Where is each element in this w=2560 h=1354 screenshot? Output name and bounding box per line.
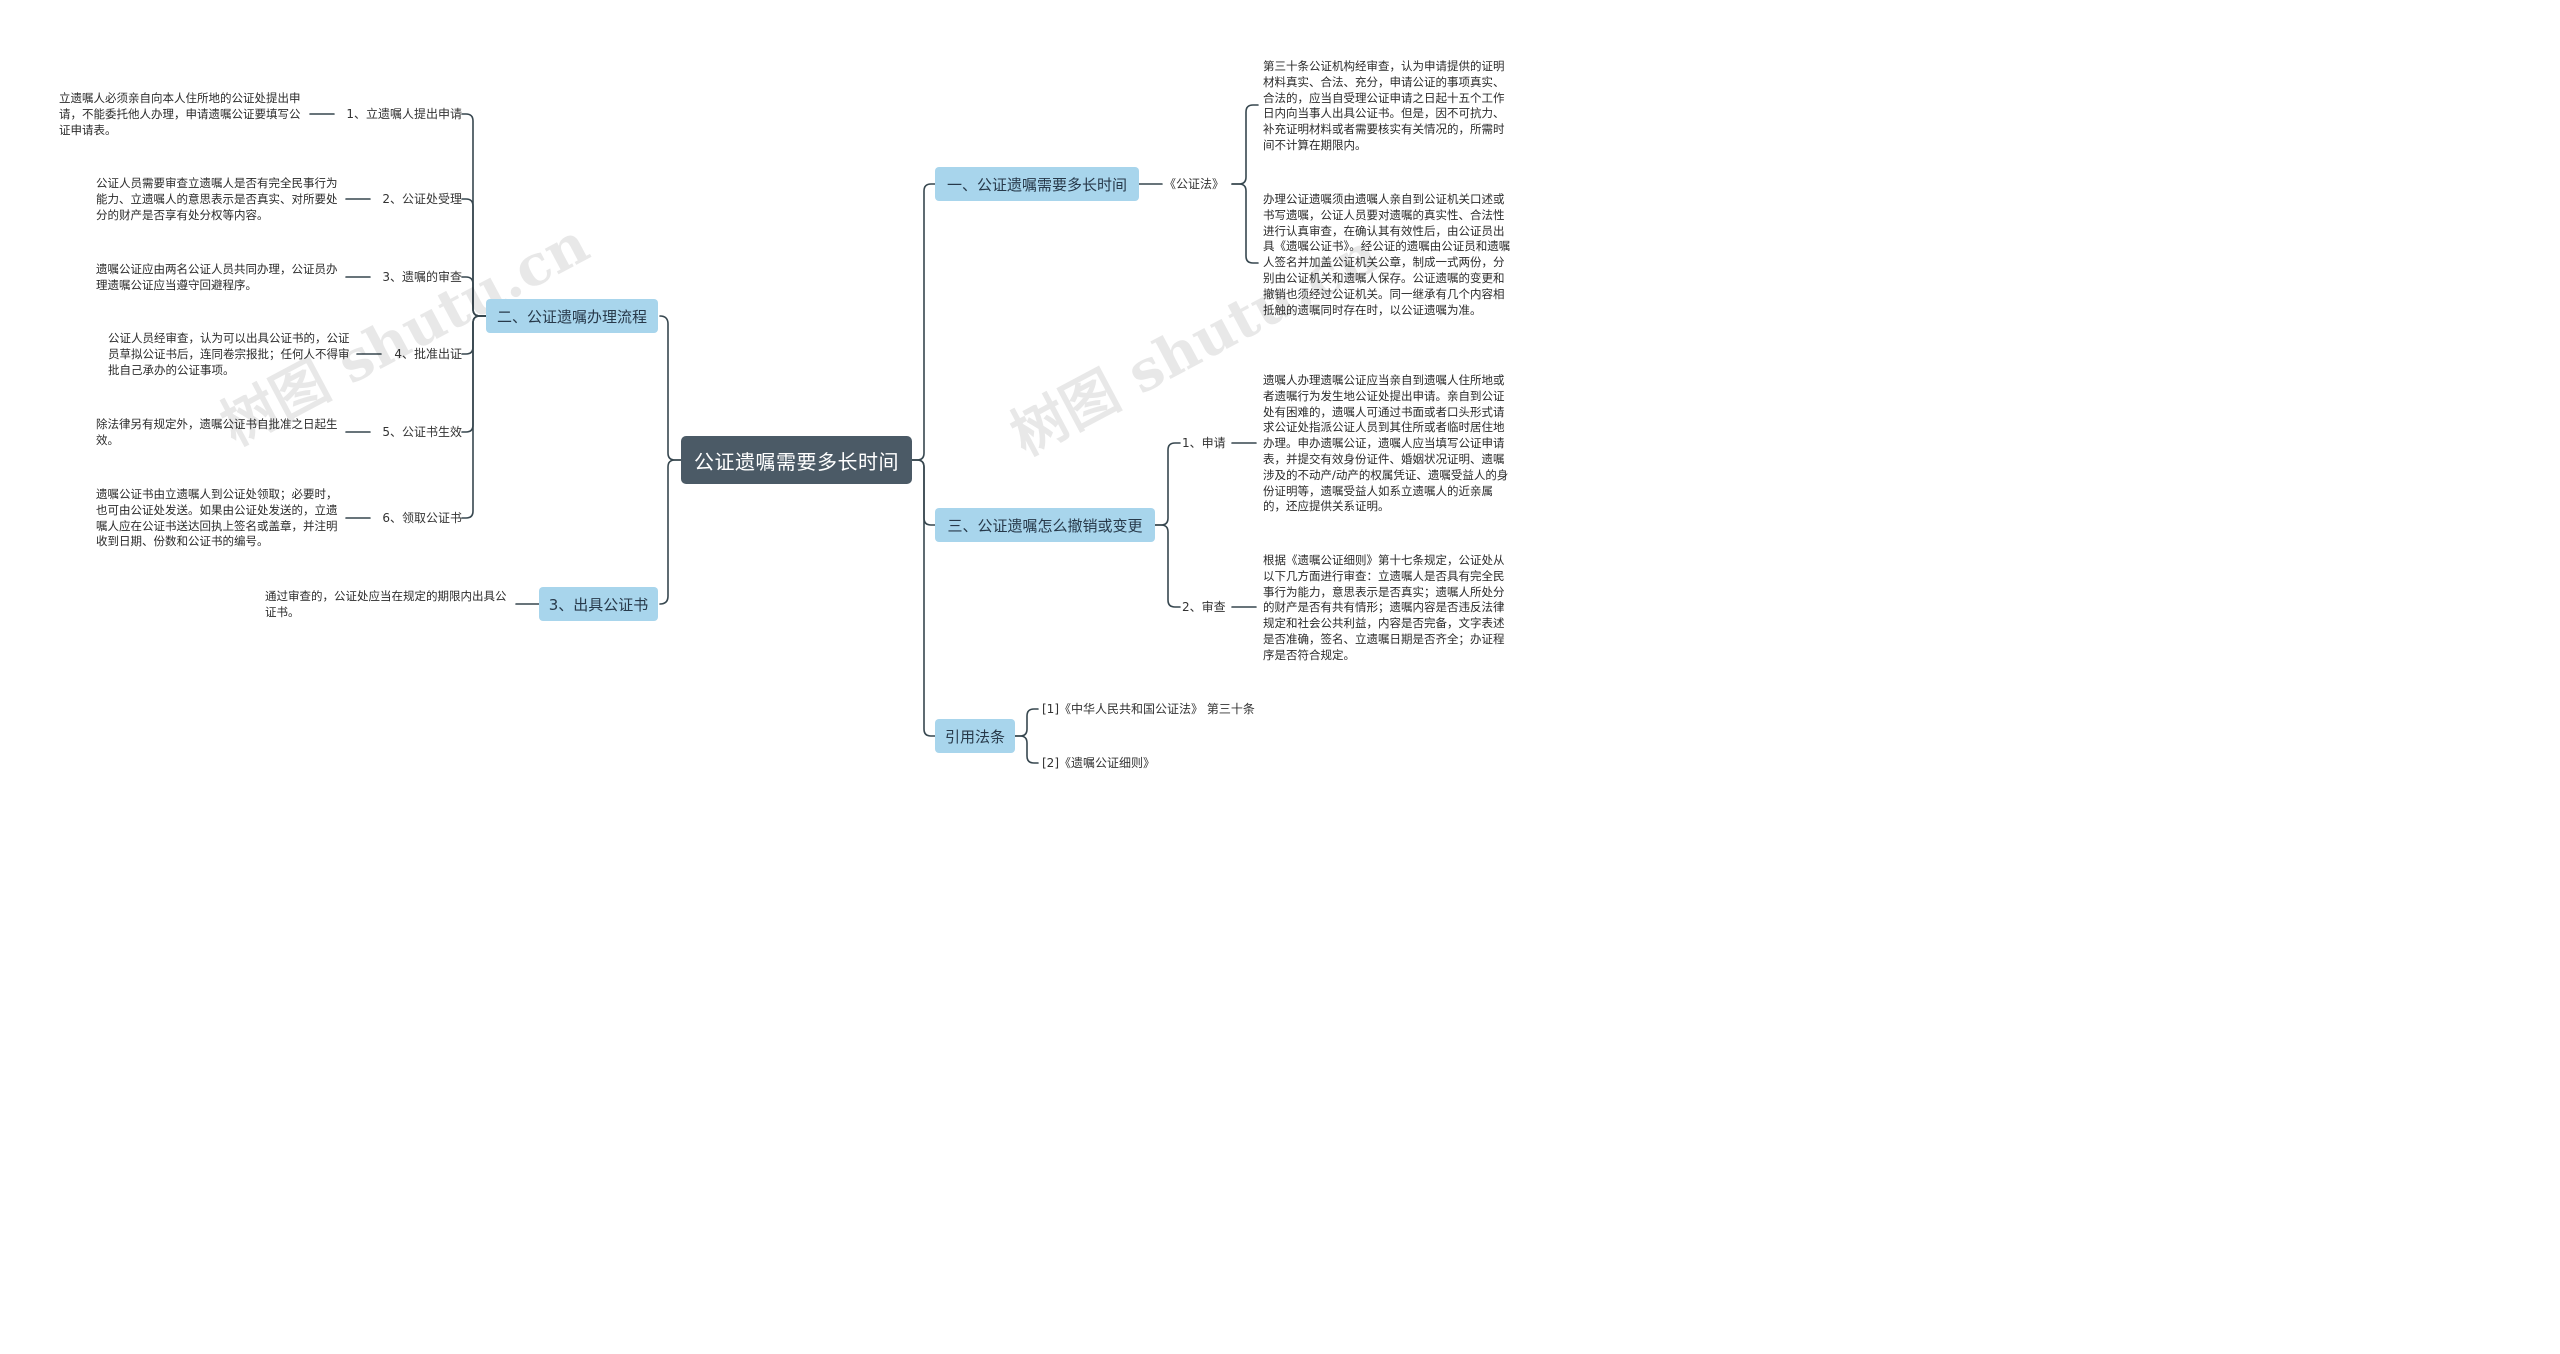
- process-step-4-label[interactable]: 4、批准出证: [394, 347, 462, 361]
- link-b2-c1: [461, 113, 487, 317]
- branch-issue-certificate[interactable]: 3、出具公证书: [539, 587, 658, 621]
- revoke-review-label[interactable]: 2、审查: [1182, 600, 1226, 614]
- process-step-3-label[interactable]: 3、遗嘱的审查: [382, 270, 462, 284]
- process-step-5-label[interactable]: 5、公证书生效: [382, 425, 462, 439]
- process-step-5-text: 除法律另有规定外，遗嘱公证书自批准之日起生效。: [96, 417, 338, 447]
- cited-law-2[interactable]: [2]《遗嘱公证细则》: [1042, 756, 1155, 770]
- link-r4-i2: [1014, 735, 1039, 764]
- branch-revoke-change[interactable]: 三、公证遗嘱怎么撤销或变更: [935, 508, 1155, 542]
- connector-lines: [309, 104, 1259, 764]
- cited-law-1[interactable]: [1]《中华人民共和国公证法》 第三十条: [1042, 702, 1255, 716]
- process-step-2-label[interactable]: 2、公证处受理: [382, 192, 462, 206]
- duration-text-1: 第三十条公证机构经审查，认为申请提供的证明材料真实、合法、充分，申请公证的事项真…: [1263, 59, 1505, 152]
- link-b2-c3: [461, 276, 487, 317]
- revoke-apply-text: 遗嘱人办理遗嘱公证应当亲自到遗嘱人住所地或者遗嘱行为发生地公证处提出申请。亲自到…: [1263, 373, 1509, 514]
- notary-law-label[interactable]: 《公证法》: [1164, 177, 1225, 191]
- link-b2-c2: [461, 198, 487, 317]
- link-root-r1: [911, 183, 936, 461]
- link-root-r4: [911, 459, 936, 737]
- link-b2-c6: [461, 315, 487, 519]
- process-step-6-label[interactable]: 6、领取公证书: [382, 511, 462, 525]
- revoke-review-text: 根据《遗嘱公证细则》第十七条规定，公证处从以下几方面进行审查：立遗嘱人是否具有完…: [1263, 553, 1505, 662]
- root-topic[interactable]: 公证遗嘱需要多长时间: [681, 436, 912, 484]
- link-b2-c4: [461, 315, 487, 355]
- process-step-1-text: 立遗嘱人必须亲自向本人住所地的公证处提出申请，不能委托他人办理，申请遗嘱公证要填…: [59, 91, 301, 137]
- link-b2-c5: [461, 315, 487, 433]
- link-root-branch2: [659, 315, 682, 461]
- link-sub-t2: [1231, 183, 1259, 264]
- process-step-2-text: 公证人员需要审查立遗嘱人是否有完全民事行为能力、立遗嘱人的意思表示是否真实、对所…: [96, 176, 338, 222]
- branch-cited-laws[interactable]: 引用法条: [935, 719, 1015, 753]
- branch-duration[interactable]: 一、公证遗嘱需要多长时间: [935, 167, 1139, 201]
- process-step-6-text: 遗嘱公证书由立遗嘱人到公证处领取；必要时，也可由公证处发送。如果由公证处发送的，…: [96, 487, 338, 549]
- link-r4-i1: [1014, 708, 1039, 737]
- mindmap-canvas: 树图 shutu.cn 树图 shutu.cn 公证遗嘱需要多长时间 二、公证遗…: [0, 0, 1563, 829]
- link-root-branch3: [659, 459, 682, 605]
- process-step-4-text: 公证人员经审查，认为可以出具公证书的，公证员草拟公证书后，连同卷宗报批；任何人不…: [108, 331, 350, 377]
- branch-process[interactable]: 二、公证遗嘱办理流程: [486, 299, 658, 333]
- link-sub-t1: [1231, 104, 1259, 185]
- duration-text-2: 办理公证遗嘱须由遗嘱人亲自到公证机关口述或书写遗嘱，公证人员要对遗嘱的真实性、合…: [1263, 192, 1511, 317]
- issue-certificate-text: 通过审查的，公证处应当在规定的期限内出具公证书。: [265, 589, 507, 619]
- process-step-3-text: 遗嘱公证应由两名公证人员共同办理，公证员办理遗嘱公证应当遵守回避程序。: [96, 262, 338, 292]
- revoke-apply-label[interactable]: 1、申请: [1182, 436, 1226, 450]
- process-step-1-label[interactable]: 1、立遗嘱人提出申请: [346, 107, 462, 121]
- link-r3-c1: [1154, 442, 1181, 526]
- link-r3-c2: [1154, 524, 1181, 608]
